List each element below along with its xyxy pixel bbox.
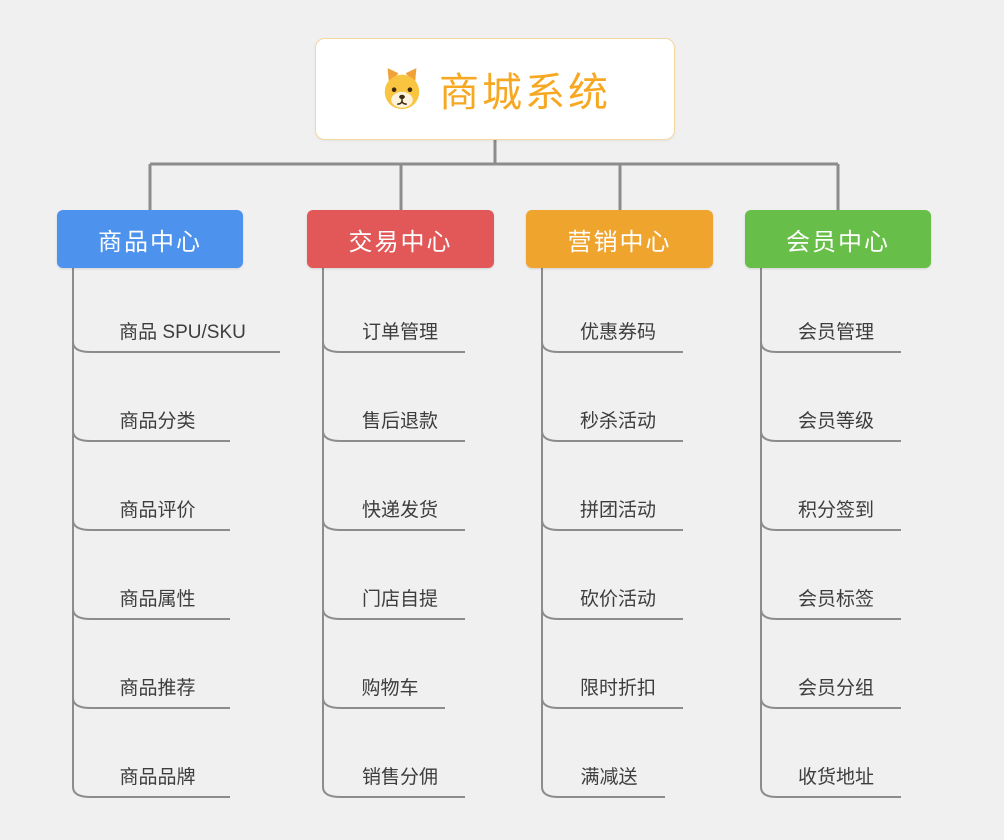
leaf-node[interactable]: 会员标签: [797, 589, 874, 610]
root-connector: [148, 140, 840, 210]
leaf-node[interactable]: 拼团活动: [579, 500, 656, 521]
branch-tree-4: [760, 268, 901, 798]
leaf-node[interactable]: 订单管理: [361, 322, 438, 343]
branch-tree-1: [72, 268, 280, 798]
root-node[interactable]: 商城系统: [315, 38, 675, 140]
dog-face-icon: [379, 66, 425, 112]
leaf-node[interactable]: 秒杀活动: [579, 411, 656, 432]
leaf-node[interactable]: 商品评价: [119, 500, 196, 521]
leaf-node[interactable]: 砍价活动: [579, 589, 656, 610]
leaf-node[interactable]: 积分签到: [797, 500, 874, 521]
branch-tree-2: [322, 268, 465, 798]
branch-node-3[interactable]: 营销中心: [526, 210, 713, 268]
leaf-node[interactable]: 商品 SPU/SKU: [119, 322, 246, 343]
leaf-node[interactable]: 购物车: [361, 678, 419, 699]
leaf-node[interactable]: 快递发货: [361, 500, 438, 521]
branch-label: 会员中心: [786, 228, 890, 256]
branch-node-1[interactable]: 商品中心: [57, 210, 243, 268]
leaf-node[interactable]: 满减送: [580, 767, 638, 788]
leaf-node[interactable]: 商品分类: [119, 411, 196, 432]
leaf-node[interactable]: 售后退款: [361, 411, 438, 432]
leaf-node[interactable]: 销售分佣: [361, 767, 438, 788]
branch-node-2[interactable]: 交易中心: [307, 210, 494, 268]
branch-label: 营销中心: [567, 228, 672, 256]
leaf-node[interactable]: 商品品牌: [119, 767, 196, 788]
leaf-node[interactable]: 商品推荐: [119, 678, 196, 699]
leaf-node[interactable]: 门店自提: [361, 589, 438, 610]
branch-tree-3: [541, 268, 683, 798]
leaf-node[interactable]: 会员等级: [797, 411, 874, 432]
leaf-node[interactable]: 限时折扣: [579, 678, 656, 699]
leaf-node[interactable]: 会员分组: [797, 678, 874, 699]
leaf-node[interactable]: 商品属性: [119, 589, 196, 610]
leaf-node[interactable]: 优惠券码: [579, 322, 656, 343]
branch-label: 交易中心: [348, 228, 453, 256]
leaf-node[interactable]: 收货地址: [797, 767, 874, 788]
leaf-node[interactable]: 会员管理: [797, 322, 874, 343]
branch-label: 商品中心: [98, 228, 202, 256]
branch-node-4[interactable]: 会员中心: [745, 210, 931, 268]
root-label: 商城系统: [439, 71, 611, 115]
